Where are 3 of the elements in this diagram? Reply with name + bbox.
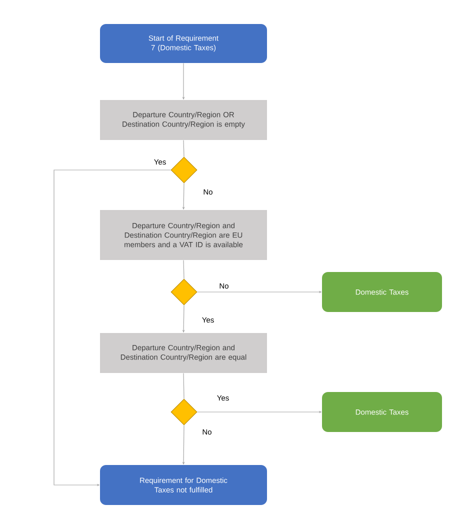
decision-diamond: [170, 278, 198, 306]
decision-diamond: [170, 398, 198, 426]
decision-diamond: [170, 156, 198, 184]
